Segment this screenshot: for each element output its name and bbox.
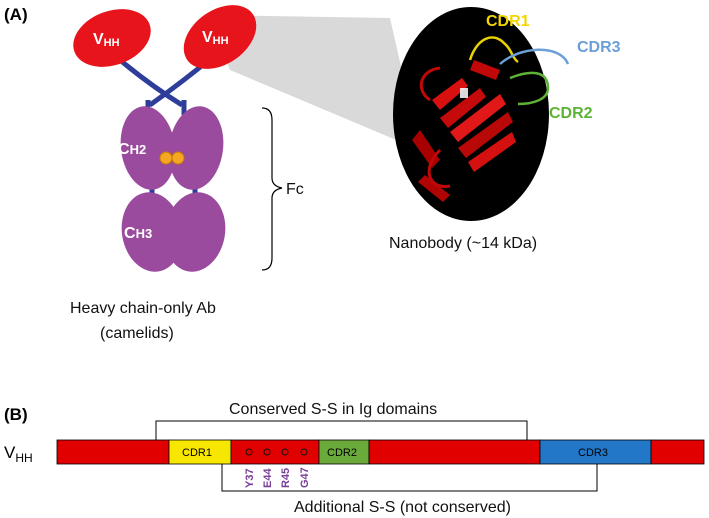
disulfide-dot-left <box>159 151 173 165</box>
antibody-caption-line1: Heavy chain-only Ab <box>70 300 216 317</box>
residue-y37: Y37 <box>244 468 256 488</box>
nanobody-cdr2-label: CDR2 <box>549 105 593 122</box>
bar-cdr1-label: CDR1 <box>182 447 212 459</box>
cdr1-segment <box>168 439 232 465</box>
disulfide-dot-right <box>171 151 185 165</box>
framework-segment-2 <box>230 439 320 465</box>
additional-ss-label: Additional S-S (not conserved) <box>294 499 511 516</box>
nanobody-cdr1-label: CDR1 <box>486 13 530 30</box>
residue-marker-g47 <box>300 448 308 456</box>
ch3-domain-right <box>164 192 226 272</box>
residue-marker-r45 <box>281 448 289 456</box>
panel-b-label: (B) <box>4 405 28 424</box>
panel-a-label: (A) <box>4 5 28 24</box>
vhh-row-label: VHH <box>4 443 33 465</box>
bar-cdr3-label: CDR3 <box>578 447 608 459</box>
nanobody-structure <box>412 36 570 202</box>
hallmark-residue-markers <box>245 448 308 456</box>
bar-cdr2-label: CDR2 <box>327 447 357 459</box>
residue-r45: R45 <box>280 468 292 488</box>
residue-marker-e44 <box>263 448 271 456</box>
vhh-domain-right <box>183 5 257 69</box>
additional-ss-bracket <box>221 464 598 492</box>
fc-brace <box>261 107 283 271</box>
residue-marker-y37 <box>245 448 253 456</box>
conserved-ss-label: Conserved S-S in Ig domains <box>229 401 437 418</box>
fc-label: Fc <box>286 181 304 198</box>
ch2-domain-right <box>168 106 224 190</box>
ch2-label: CH2 <box>118 141 146 158</box>
residue-g47: G47 <box>299 467 311 488</box>
vhh-domain-left <box>73 9 151 67</box>
cdr3-segment <box>539 439 652 465</box>
framework-segment-1 <box>56 439 170 465</box>
ch2-domain-left <box>120 106 176 190</box>
ch3-label: CH3 <box>124 225 152 242</box>
residue-e44: E44 <box>262 468 274 488</box>
antibody-caption-line2: (camelids) <box>100 325 174 342</box>
conserved-ss-bracket <box>155 420 528 440</box>
nanobody-cdr3-label: CDR3 <box>577 39 621 56</box>
framework-segment-3 <box>368 439 541 465</box>
nanobody-caption: Nanobody (~14 kDa) <box>389 235 537 252</box>
zoom-cone <box>208 15 420 150</box>
framework-segment-4 <box>650 439 705 465</box>
nanobody-backdrop <box>393 7 549 221</box>
ch3-domain-left <box>121 192 183 272</box>
